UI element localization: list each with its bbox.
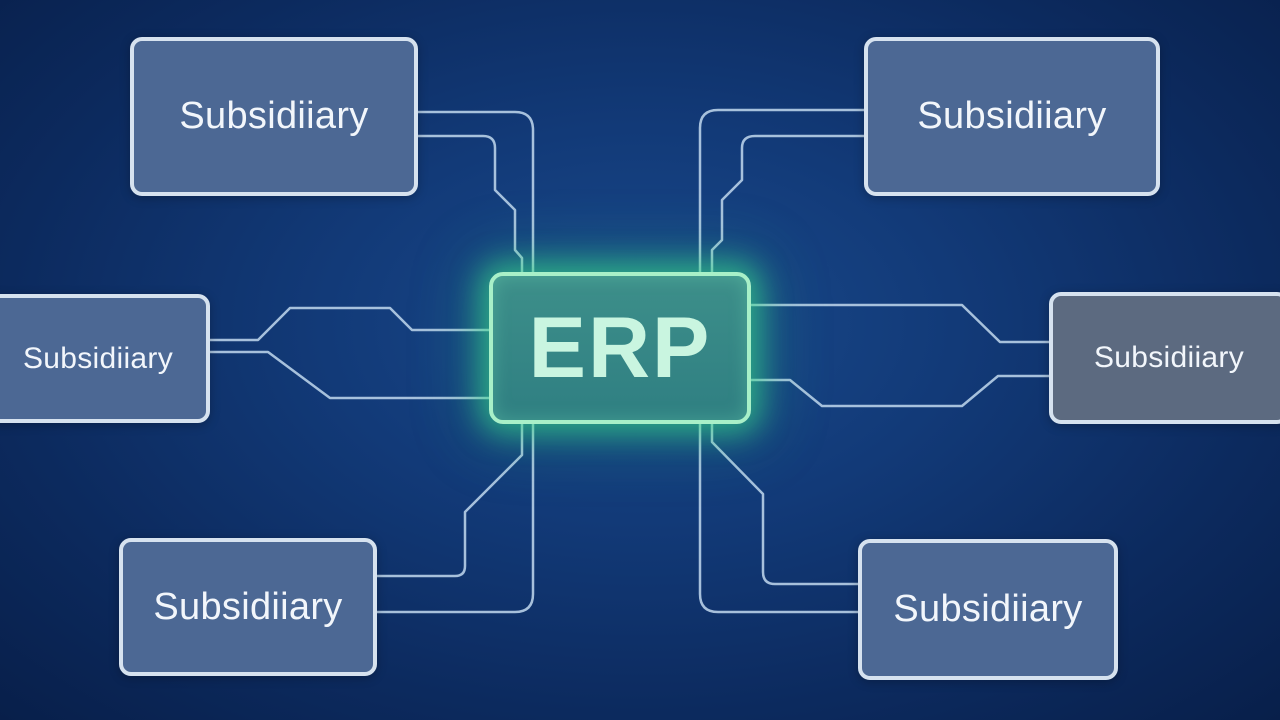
subsidiary-label: Subsidiiary [179, 95, 369, 137]
connector-left-b [209, 350, 489, 400]
connector-bottom-left-b [376, 424, 535, 614]
subsidiary-node-bottom-left: Subsidiiary [119, 538, 377, 676]
subsidiary-label: Subsidiiary [917, 95, 1107, 137]
subsidiary-label: Subsidiiary [893, 588, 1083, 630]
subsidiary-label: Subsidiiary [153, 585, 343, 628]
subsidiary-label: Subsidiiary [1093, 341, 1245, 374]
erp-hub-node: ERP [489, 272, 751, 424]
connector-right-b [751, 374, 1051, 408]
subsidiary-node-top-left: Subsidiiary [130, 37, 418, 196]
connector-top-right-a [698, 108, 866, 272]
subsidiary-node-left: Subsidiiary [0, 294, 210, 423]
connector-right-a [751, 303, 1051, 344]
subsidiary-node-top-right: Subsidiiary [864, 37, 1160, 196]
connector-bottom-right-a [710, 424, 860, 586]
connector-left-a [209, 306, 489, 342]
connector-bottom-left-a [376, 424, 524, 578]
erp-hub-label: ERP [528, 299, 712, 396]
connector-top-left-a [416, 110, 535, 272]
subsidiary-node-bottom-right: Subsidiiary [858, 539, 1118, 680]
connector-bottom-right-b [698, 424, 860, 614]
subsidiary-label: Subsidiiary [22, 341, 174, 375]
connector-top-right-b [710, 134, 866, 272]
connector-top-left-b [416, 134, 524, 272]
subsidiary-node-right: Subsidiiary [1049, 292, 1280, 424]
